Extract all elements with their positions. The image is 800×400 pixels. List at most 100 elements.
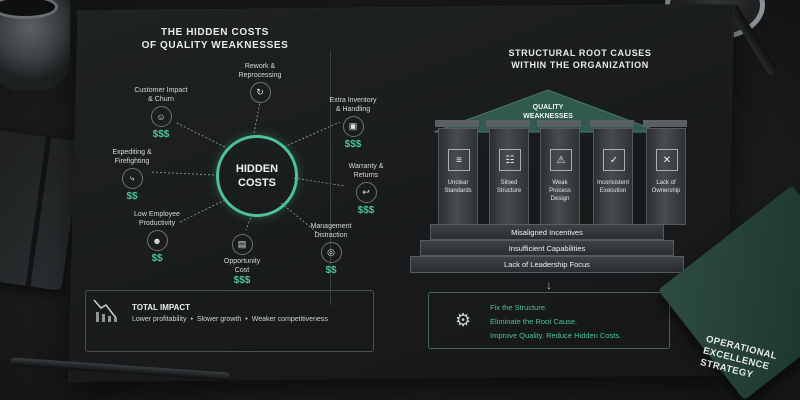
node-label: Extra Inventory (329, 97, 377, 104)
pillar-cap (486, 120, 530, 127)
fix-line2: Eliminate the Root Cause. (490, 317, 578, 326)
roof-label: QUALITY WEAKNESSES (500, 103, 596, 121)
pillar-cap (590, 120, 634, 127)
node-label: Reprocessing (238, 72, 282, 79)
roof-line2: WEAKNESSES (523, 113, 573, 120)
step-misaligned-incentives: Misaligned Incentives (430, 224, 664, 240)
right-title-line2: WITHIN THE ORGANIZATION (511, 60, 649, 70)
bullet-separator: • (245, 316, 248, 323)
clipboard-icon: ✓ (603, 149, 625, 171)
hidden-costs-hub: HIDDEN COSTS (216, 135, 298, 217)
impact-item: Slower growth (196, 316, 242, 323)
pillar-line: Standards (444, 188, 472, 194)
return-icon: ↩ (355, 182, 377, 203)
pillar-cap (435, 120, 479, 127)
spoke-opportunity (245, 213, 253, 231)
node-label: Low Employee (134, 211, 180, 218)
node-expediting: Expediting & Firefighting ⤷ $$ (104, 148, 160, 203)
fix-structure-box (428, 292, 670, 349)
pillar-label: Weak Process Design (541, 179, 579, 203)
total-impact-box (85, 290, 374, 352)
person-icon: ☻ (146, 230, 168, 251)
hub-line1: HIDDEN (235, 163, 279, 175)
fix-line3: Improve Quality. Reduce Hidden Costs. (490, 331, 622, 340)
cost-level: $$$ (233, 275, 251, 286)
spoke-productivity (179, 199, 226, 223)
pillar-label: Unclear Standards (439, 179, 477, 195)
pillar-line: Structure (496, 188, 522, 194)
cost-level: $$$ (344, 139, 362, 150)
trend-down-icon (93, 299, 117, 322)
refresh-icon: ↻ (249, 82, 271, 103)
pillar-line: Lack of (656, 180, 676, 186)
cost-level: $$ (151, 253, 163, 264)
panel-divider (330, 50, 331, 305)
pillar-line: Siloed (500, 180, 518, 186)
pillar-line: Execution (599, 188, 627, 194)
right-title-line1: STRUCTURAL ROOT CAUSES (508, 48, 652, 58)
pillar-cap (643, 120, 687, 127)
node-label: Firefighting (114, 158, 150, 165)
left-panel-title: THE HIDDEN COSTS OF QUALITY WEAKNESSES (115, 26, 315, 52)
pillar-line: Design (550, 196, 570, 202)
node-label: Expediting & (112, 149, 152, 156)
pillar-unclear-standards: ≡ Unclear Standards (438, 128, 478, 225)
node-customer: Customer Impact & Churn ☺ $$$ (128, 86, 194, 141)
pillar-line: Weak (552, 180, 568, 186)
node-label: Management (310, 223, 352, 230)
pillar-inconsistent-execution: ✓ Inconsistent Execution (593, 128, 633, 225)
node-label: Returns (353, 172, 379, 179)
node-inventory: Extra Inventory & Handling ▣ $$$ (320, 96, 386, 151)
impact-item: Lower profitability (132, 316, 187, 323)
left-title-line1: THE HIDDEN COSTS (161, 27, 269, 38)
node-label: Opportunity (223, 258, 261, 265)
pillar-cap (537, 120, 581, 127)
node-label: Cost (234, 267, 250, 274)
pillar-line: Process (549, 188, 571, 194)
roof-line1: QUALITY (532, 104, 564, 111)
chart-icon: ▤ (231, 234, 253, 255)
sliders-icon: ≡ (448, 149, 470, 171)
node-label: Customer Impact (134, 87, 188, 94)
bullet-separator: • (190, 316, 193, 323)
cost-level: $$ (126, 191, 138, 202)
people-icon: ☺ (150, 106, 172, 127)
spoke-rework (253, 101, 261, 134)
warning-icon: ⚠ (550, 149, 572, 171)
pillar-line: Inconsistent (596, 180, 630, 186)
hub-line2: COSTS (238, 177, 276, 189)
pillar-line: Ownership (651, 188, 681, 194)
step-insufficient-capabilities: Insufficient Capabilities (420, 240, 674, 256)
pillar-lack-of-ownership: ✕ Lack of Ownership (646, 128, 686, 225)
cost-level: $$$ (357, 205, 375, 216)
total-impact-items: Lower profitability•Slower growth•Weaker… (132, 316, 328, 323)
pillar-label: Lack of Ownership (647, 179, 685, 195)
node-productivity: Low Employee Productivity ☻ $$ (124, 210, 190, 265)
node-rework: Rework & Reprocessing ↻ (230, 62, 290, 105)
org-chart-icon: ☷ (499, 149, 521, 171)
impact-item: Weaker competitiveness (251, 316, 328, 323)
spoke-management (280, 202, 321, 236)
spoke-warranty (293, 177, 346, 187)
pillar-siloed-structure: ☷ Siloed Structure (489, 128, 529, 225)
node-label: Distraction (314, 232, 348, 239)
coffee-mug (0, 0, 70, 90)
spoke-expediting (149, 171, 215, 176)
arrow-down-icon: ↓ (546, 278, 552, 292)
step-lack-of-leadership-focus: Lack of Leadership Focus (410, 256, 684, 273)
fix-line1: Fix the Structure. (490, 303, 548, 312)
pillar-line: Unclear (447, 180, 469, 186)
node-label: Warranty & (348, 163, 384, 170)
pillar-label: Inconsistent Execution (594, 179, 632, 195)
node-label: & Churn (148, 96, 174, 103)
x-circle-icon: ✕ (656, 149, 678, 171)
gear-icon: ⚙ (455, 310, 472, 330)
cost-level: $$$ (152, 129, 170, 140)
node-opportunity: ▤ Opportunity Cost $$$ (214, 232, 270, 287)
right-panel-title: STRUCTURAL ROOT CAUSES WITHIN THE ORGANI… (480, 47, 680, 71)
node-label: & Handling (335, 106, 371, 113)
mug-rim (0, 0, 58, 19)
left-title-line2: OF QUALITY WEAKNESSES (141, 40, 289, 51)
pillar-weak-process-design: ⚠ Weak Process Design (540, 128, 580, 225)
node-warranty: Warranty & Returns ↩ $$$ (336, 162, 396, 217)
